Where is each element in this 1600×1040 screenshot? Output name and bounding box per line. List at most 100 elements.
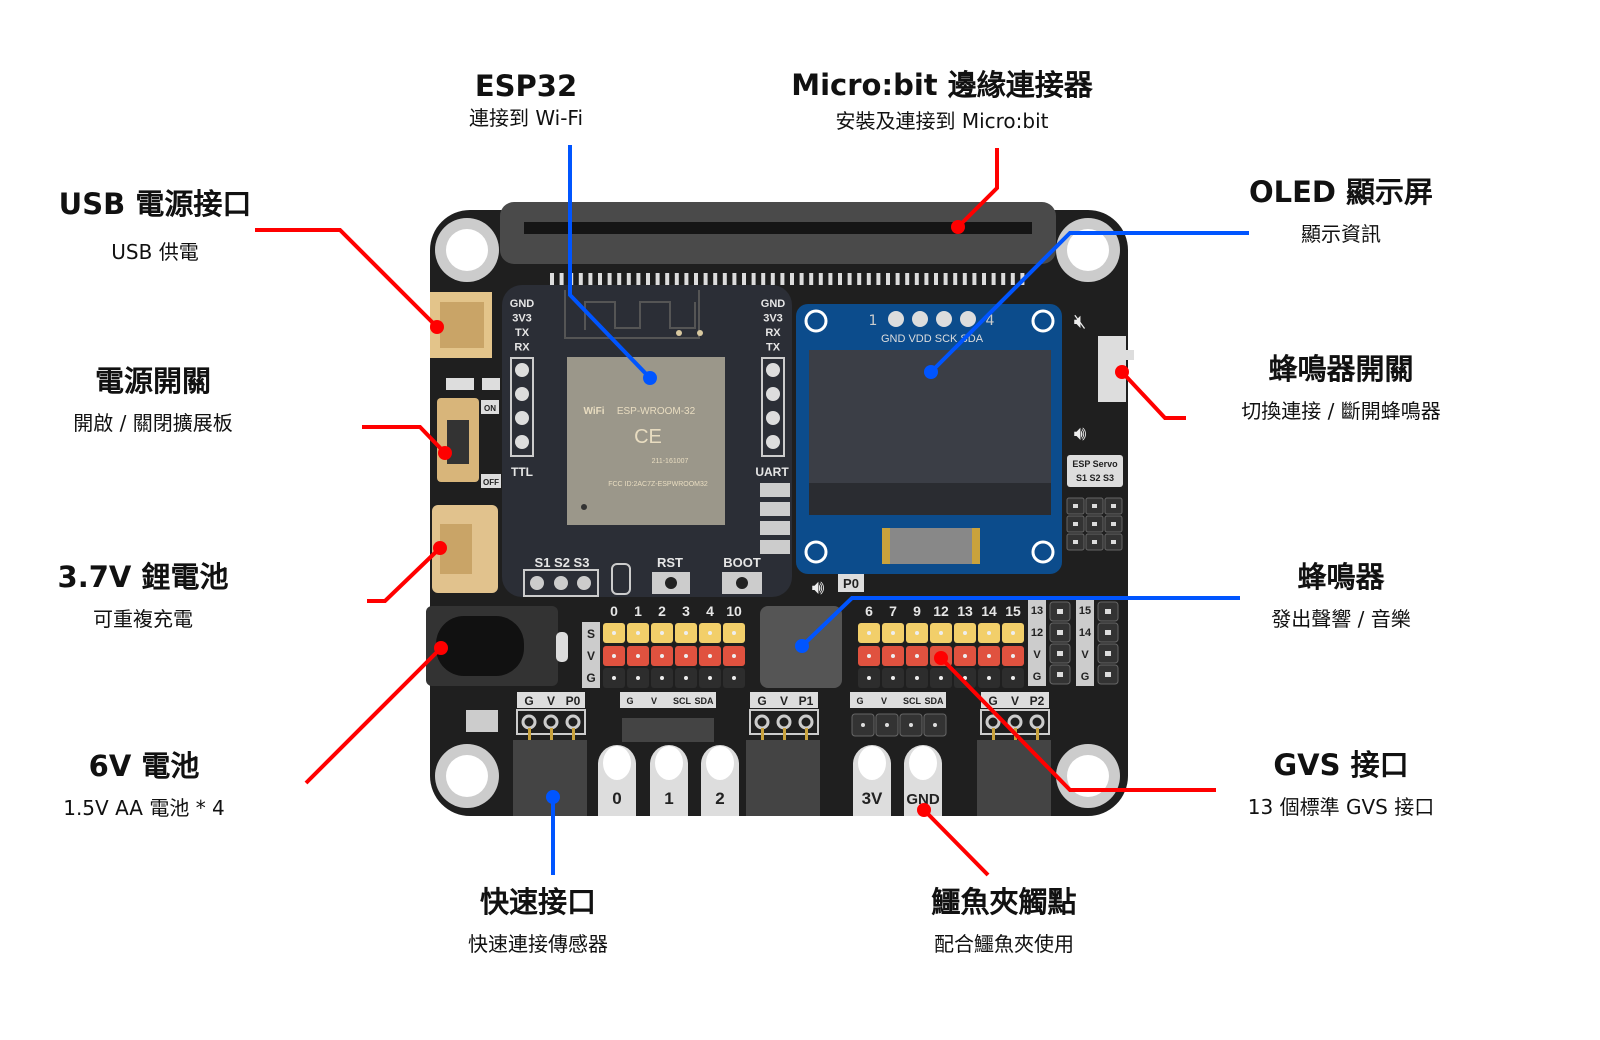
oled-hole [1031, 540, 1055, 564]
port-pin-label: V [1011, 694, 1019, 708]
esp-servo-label: ESP Servo [1072, 459, 1118, 469]
side-pin-dot [1105, 651, 1111, 656]
gvs-pin-dot [1011, 654, 1015, 658]
edge-pin [665, 273, 670, 285]
callout-title: 鱷魚夾觸點 [931, 885, 1077, 919]
callout-title: ESP32 [474, 69, 578, 103]
gvs-pin-dot [660, 676, 664, 680]
gvs-pin-dot [660, 631, 664, 635]
callout-title: 3.7V 鋰電池 [57, 560, 229, 594]
gvs-pin-dot [684, 631, 688, 635]
callout-buzzer: 蜂鳴器發出聲響 / 音樂 [1271, 559, 1410, 633]
jack-inner [436, 616, 524, 676]
pin-label: 3V3 [763, 313, 783, 325]
pin-label: GND [761, 298, 786, 310]
ce-mark: CE [634, 426, 662, 448]
gvs-line [939, 656, 1216, 792]
port-pin-label: G [757, 694, 766, 708]
side-pin-label: G [1033, 671, 1042, 683]
edge-pin [550, 273, 554, 285]
gvs-pin-dot [708, 676, 712, 680]
callout-oled: OLED 顯示屏顯示資訊 [1249, 174, 1433, 248]
gvs-col-label: 2 [658, 603, 666, 619]
gvs-pin-dot [867, 654, 871, 658]
esp-wroom-32-module [567, 357, 725, 525]
s-pin [554, 576, 568, 590]
port-pin-label: G [524, 694, 533, 708]
module-name: ESP-WROOM-32 [617, 406, 696, 417]
callout-subtitle: 顯示資訊 [1301, 222, 1381, 246]
gvs-pin-dot [708, 654, 712, 658]
gvs-pin-dot [732, 654, 736, 658]
gvs-pin-dot [636, 676, 640, 680]
antenna-dot [697, 330, 703, 336]
port-lead [761, 728, 764, 742]
s-pins-label: S1 S2 S3 [535, 555, 590, 570]
edge-pin [636, 273, 641, 285]
gvs-col-label: 10 [726, 603, 742, 619]
edge-pin [617, 273, 622, 285]
side-pin-label: 13 [1031, 605, 1043, 617]
gvs-col-label: 6 [865, 603, 873, 619]
side-pin-dot [1057, 630, 1063, 635]
pin-label: TX [766, 342, 781, 354]
callout-subtitle: 快速連接傳感器 [468, 932, 608, 956]
i2c-pin-label: G [856, 696, 863, 706]
smd-part [482, 378, 500, 390]
gvs-col-label: 13 [957, 603, 973, 619]
edge-pin [924, 273, 929, 285]
callout-subtitle: 可重複充電 [92, 607, 193, 631]
edge-pin [780, 273, 785, 285]
gvs-col-label: 7 [889, 603, 897, 619]
quick-port-connector[interactable] [977, 740, 1051, 816]
port-lead [805, 728, 808, 742]
gvs-pin-dot [915, 676, 919, 680]
side-pin-label: 12 [1031, 627, 1043, 639]
edge-pin [886, 273, 890, 285]
gvs-col-label: 3 [682, 603, 690, 619]
quick-port-connector[interactable] [513, 740, 587, 816]
usb-port-inner [440, 302, 484, 348]
gvs-pin-dot [1011, 631, 1015, 635]
header-pin [766, 387, 780, 401]
mount-hole [435, 744, 499, 808]
quick-port-connector[interactable] [746, 740, 820, 816]
oled-pin [912, 311, 928, 327]
croc-pad-label: 1 [664, 789, 673, 808]
usb-line [255, 228, 439, 329]
callout-subtitle: 切換連接 / 斷開蜂鳴器 [1241, 399, 1441, 423]
servo-pin-dot [1111, 504, 1116, 508]
i2c-pin-dot [885, 723, 889, 727]
callout-croc: 鱷魚夾觸點配合鱷魚夾使用 [931, 884, 1076, 958]
gvs-row-label: V [587, 649, 595, 663]
callout-subtitle: 配合鱷魚夾使用 [933, 932, 1074, 956]
callout-title: 電源開關 [94, 364, 212, 398]
edge-pin [914, 273, 919, 285]
edge-pin [991, 273, 996, 285]
edge-pin [742, 273, 746, 285]
edge-pin [607, 273, 612, 285]
side-pin-label: V [1033, 649, 1041, 661]
croc-pad-hole [706, 746, 734, 780]
callout-subtitle: 連接到 Wi-Fi [468, 106, 584, 130]
header-pin [766, 435, 780, 449]
oled-hole [804, 309, 828, 333]
edge-pin [598, 273, 602, 285]
gvs-pin-dot [915, 654, 919, 658]
buzzer-pin-box [838, 574, 864, 592]
i2c-pin-label: SCL [903, 696, 922, 706]
gvs-row-label: G [586, 671, 595, 685]
uart-jumpers [760, 483, 790, 554]
edge-pin [770, 273, 775, 285]
i2c-label-box [620, 692, 716, 708]
edge-pin [809, 273, 814, 285]
callout-title: GVS 接口 [1273, 748, 1409, 782]
callout-subtitle: 開啟 / 關閉擴展板 [73, 411, 233, 435]
pin-label: GND [510, 298, 535, 310]
edge-pin [722, 273, 727, 285]
edge-pin [876, 273, 881, 285]
port-label-box [981, 692, 1049, 708]
